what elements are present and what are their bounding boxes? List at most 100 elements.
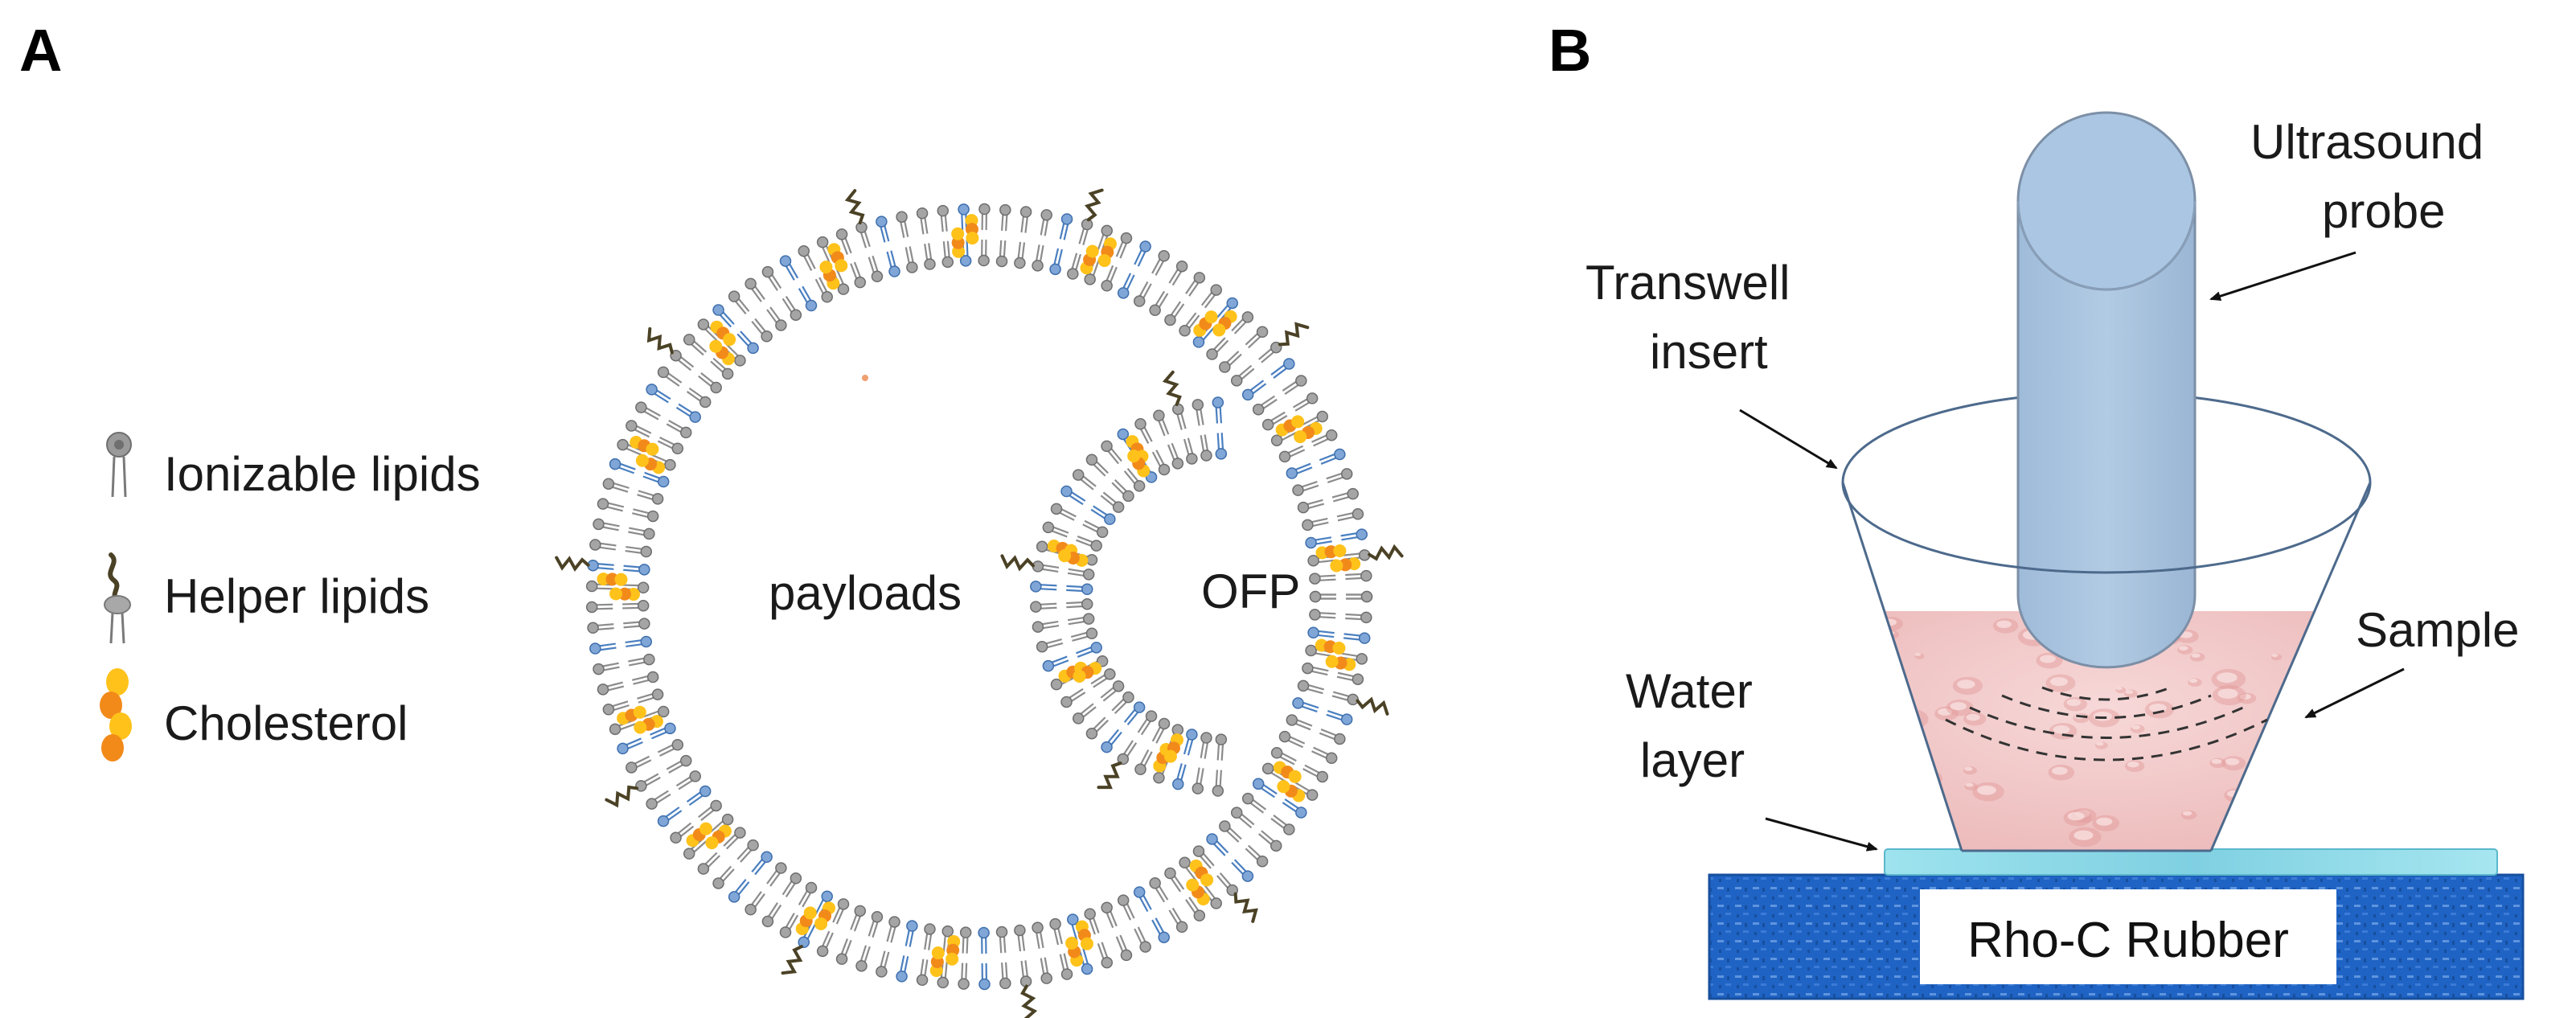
lipid-molecule <box>1183 729 1198 756</box>
lipid-molecule <box>625 635 653 648</box>
lipid-molecule <box>1101 440 1122 465</box>
lipid-molecule <box>751 851 773 876</box>
lipid-molecule <box>1066 583 1093 595</box>
sample-droplet-highlight <box>2096 817 2113 826</box>
water-layer <box>1884 848 2498 876</box>
lipid-molecule <box>1206 833 1229 856</box>
sample-droplet <box>2348 714 2365 725</box>
ionizable-lipid-icon <box>106 432 132 498</box>
lipid-molecule <box>632 508 659 523</box>
sample-droplet-highlight <box>2336 821 2356 831</box>
lipid-molecule <box>1340 528 1368 541</box>
lipid-molecule <box>1070 627 1098 642</box>
transwell-label-line2: insert <box>1650 325 1768 379</box>
lipid-molecule <box>1060 485 1086 506</box>
cholesterol-molecule <box>1127 449 1151 478</box>
lipid-molecule <box>686 387 712 408</box>
lipid-molecule <box>585 601 613 614</box>
lipid-molecule <box>1049 917 1063 946</box>
sample-droplet-highlight <box>2067 811 2085 821</box>
cholesterol-molecule <box>1189 859 1214 887</box>
lipid-molecule <box>1072 703 1097 725</box>
lipid-molecule <box>1164 867 1185 893</box>
lipid-molecule <box>637 490 664 505</box>
sample-droplet-highlight <box>1950 702 1967 711</box>
lipid-molecule <box>623 564 650 576</box>
cholesterol-molecule <box>1193 310 1218 337</box>
lipid-molecule <box>1151 917 1170 943</box>
sample-droplet-highlight <box>1884 823 1893 829</box>
lipid-molecule <box>675 770 701 790</box>
lipid-molecule <box>1076 642 1102 658</box>
lipid-molecule <box>868 910 884 938</box>
lipid-molecule <box>1101 901 1118 929</box>
lipid-molecule <box>999 962 1011 990</box>
sample-droplet <box>1877 809 1902 825</box>
transwell-label-line1: Transwell <box>1585 256 1790 310</box>
sample-droplet-highlight <box>1977 785 1996 795</box>
lipid-molecule <box>959 926 972 954</box>
lipid-molecule <box>635 773 661 792</box>
lipid-molecule <box>1343 632 1371 644</box>
helper-lipid-molecule <box>781 945 804 975</box>
sample-droplet-highlight <box>2271 654 2279 658</box>
lipid-molecule <box>1309 609 1336 621</box>
cholesterol-molecule <box>1315 544 1347 560</box>
lipid-molecule <box>761 265 782 291</box>
lipid-molecule <box>1149 877 1169 903</box>
legend-cholesterol-label: Cholesterol <box>164 696 408 750</box>
lipid-molecule <box>832 898 850 925</box>
cholesterol-molecule <box>1065 936 1084 967</box>
sample-droplet-highlight <box>1854 688 1866 694</box>
lipid-molecule <box>1241 792 1267 814</box>
lipid-molecule <box>622 599 650 612</box>
lipid-molecule <box>1286 714 1313 731</box>
lipid-molecule <box>744 277 765 302</box>
sample-droplet <box>1893 708 1929 730</box>
lipid-molecule <box>1133 886 1152 913</box>
cholesterol-molecule <box>814 901 836 930</box>
lipid-molecule <box>1200 434 1212 462</box>
lipid-molecule <box>978 926 990 954</box>
sample-droplet-highlight <box>2125 689 2134 695</box>
lipid-molecule <box>728 290 750 315</box>
lipid-molecule <box>835 938 852 965</box>
lipid-molecule <box>1270 815 1295 835</box>
lipid-molecule <box>1101 729 1122 753</box>
sample-droplet-highlight <box>1897 722 1910 729</box>
lipid-molecule <box>1297 679 1325 695</box>
lipid-molecule <box>1014 241 1026 269</box>
lipid-molecule <box>924 923 936 950</box>
lipid-molecule <box>587 622 614 634</box>
lipid-molecule <box>1231 311 1254 335</box>
lipid-molecule <box>625 545 653 558</box>
lipid-molecule <box>1101 265 1118 292</box>
lipid-molecule <box>1032 560 1060 573</box>
lipid-molecule <box>1072 469 1097 491</box>
sample-droplet-highlight <box>1966 713 1980 721</box>
lipid-molecule <box>1309 590 1336 603</box>
lipid-molecule <box>1311 429 1338 447</box>
cholesterol-molecule <box>1275 415 1305 437</box>
lipid-molecule <box>670 822 695 844</box>
cholesterol-molecule <box>1294 421 1323 444</box>
ultrasound-waves <box>1945 686 2268 761</box>
lipid-molecule <box>850 261 867 289</box>
sample-droplet-highlight <box>2052 766 2068 775</box>
lipid-molecule <box>1245 844 1269 868</box>
outer-lipid-bilayer <box>555 188 1404 1018</box>
lipid-molecule <box>995 240 1008 268</box>
lipid-molecule <box>1032 621 1060 633</box>
lipid-molecule <box>868 255 884 283</box>
lipid-molecule <box>1084 908 1100 935</box>
lipid-molecule <box>1345 611 1372 624</box>
lipid-molecule <box>1278 730 1306 749</box>
lipid-molecule <box>1117 740 1138 766</box>
lipid-molecule <box>876 216 890 243</box>
lipid-molecule <box>637 688 664 704</box>
lipid-molecule <box>666 754 692 774</box>
lipid-molecule <box>1319 729 1346 745</box>
lipid-molecule <box>1346 590 1373 603</box>
lipid-molecule <box>798 881 818 908</box>
rubber-label: Rho-C Rubber <box>1967 913 2289 968</box>
